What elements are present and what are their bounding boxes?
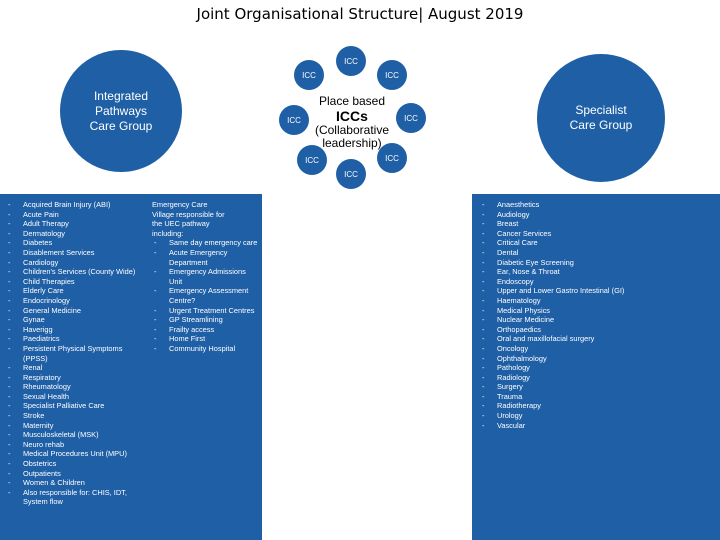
specialist-care-circle: Specialist Care Group (537, 54, 665, 182)
icc-label: ICC (404, 113, 418, 123)
list-item: General Medicine (6, 306, 140, 316)
list-item: Women & Children (6, 478, 140, 488)
icc-node-bottom: ICC (336, 159, 366, 189)
icc-label: ICC (385, 70, 399, 80)
list-item: Medical Procedures Unit (MPU) (6, 449, 140, 459)
list-item: Critical Care (480, 238, 712, 248)
list-item: Sexual Health (6, 392, 140, 402)
icc-node-lower-right: ICC (377, 143, 407, 173)
list-item: Endoscopy (480, 277, 712, 287)
list-item: Ear, Nose & Throat (480, 267, 712, 277)
list-item: Vascular (480, 421, 712, 431)
icc-node-left: ICC (279, 105, 309, 135)
list-item: Endocrinology (6, 296, 140, 306)
integrated-pathways-panel: Acquired Brain Injury (ABI)Acute PainAdu… (0, 194, 262, 540)
list-item: Persistent Physical Symptoms (PPSS) (6, 344, 140, 363)
list-item: Respiratory (6, 373, 140, 383)
list-item: Emergency Admissions Unit (152, 267, 258, 286)
icc-node-right: ICC (396, 103, 426, 133)
list-item: Home First (152, 334, 258, 344)
list-item: Upper and Lower Gastro Intestinal (GI) (480, 286, 712, 296)
center-line4: leadership) (322, 136, 382, 150)
list-item: Acute Pain (6, 210, 140, 220)
list-item: Nuclear Medicine (480, 315, 712, 325)
list-item: Adult Therapy (6, 219, 140, 229)
list-item: Audiology (480, 210, 712, 220)
list-item: Radiotherapy (480, 401, 712, 411)
icc-label: ICC (385, 153, 399, 163)
specialist-care-panel: AnaestheticsAudiologyBreastCancer Servic… (472, 194, 720, 540)
list-item: Same day emergency care (152, 238, 258, 248)
list-item: Trauma (480, 392, 712, 402)
list-item: Oncology (480, 344, 712, 354)
icc-node-upper-right: ICC (377, 60, 407, 90)
integrated-pathways-circle: Integrated Pathways Care Group (60, 50, 182, 172)
list-item: Haematology (480, 296, 712, 306)
list-item: Obstetrics (6, 459, 140, 469)
list-item: Diabetic Eye Screening (480, 258, 712, 268)
list-item: Neuro rehab (6, 440, 140, 450)
list-item: Cardiology (6, 258, 140, 268)
icc-label: ICC (344, 169, 358, 179)
specialist-care-label: Specialist Care Group (569, 103, 633, 132)
list-item: Maternity (6, 421, 140, 431)
icc-label: ICC (344, 56, 358, 66)
place-based-iccs-label: Place based ICCs (Collaborative leadersh… (304, 95, 400, 150)
list-item: Musculoskeletal (MSK) (6, 430, 140, 440)
list-item: Surgery (480, 382, 712, 392)
list-item: Urology (480, 411, 712, 421)
icc-node-top: ICC (336, 46, 366, 76)
list-item: Orthopaedics (480, 325, 712, 335)
list-item: Dermatology (6, 229, 140, 239)
list-item: Elderly Care (6, 286, 140, 296)
list-item: Medical Physics (480, 306, 712, 316)
list-item: Frailty access (152, 325, 258, 335)
integrated-pathways-list: Acquired Brain Injury (ABI)Acute PainAdu… (6, 200, 140, 507)
list-item: Children's Services (County Wide) (6, 267, 140, 277)
list-item: Radiology (480, 373, 712, 383)
list-item: Cancer Services (480, 229, 712, 239)
list-item: Anaesthetics (480, 200, 712, 210)
list-item: Urgent Treatment Centres (152, 306, 258, 316)
list-item: Child Therapies (6, 277, 140, 287)
list-item: Stroke (6, 411, 140, 421)
list-item: Acquired Brain Injury (ABI) (6, 200, 140, 210)
list-item: Outpatients (6, 469, 140, 479)
page-title: Joint Organisational Structure| August 2… (196, 5, 524, 23)
list-item: Dental (480, 248, 712, 258)
icc-label: ICC (287, 115, 301, 125)
emergency-care-list: Same day emergency careAcute Emergency D… (152, 238, 258, 353)
icc-label: ICC (302, 70, 316, 80)
list-item: GP Streamlining (152, 315, 258, 325)
icc-node-upper-left: ICC (294, 60, 324, 90)
integrated-pathways-label: Integrated Pathways Care Group (89, 88, 153, 133)
center-line3: (Collaborative (314, 123, 390, 137)
list-item: Community Hospital (152, 344, 258, 354)
list-item: Breast (480, 219, 712, 229)
list-item: Acute Emergency Department (152, 248, 258, 267)
list-item: Gynae (6, 315, 140, 325)
list-item: Oral and maxillofacial surgery (480, 334, 712, 344)
list-item: Rheumatology (6, 382, 140, 392)
emergency-care-intro: Emergency Care Village responsible for t… (152, 200, 225, 238)
list-item: Disablement Services (6, 248, 140, 258)
list-item: Renal (6, 363, 140, 373)
icc-node-lower-left: ICC (297, 145, 327, 175)
list-item: Specialist Palliative Care (6, 401, 140, 411)
specialist-care-list: AnaestheticsAudiologyBreastCancer Servic… (480, 200, 712, 430)
icc-label: ICC (305, 155, 319, 165)
center-line1: Place based (318, 94, 386, 108)
list-item: Also responsible for: CHIS, IDT, System … (6, 488, 140, 507)
list-item: Emergency Assessment Centre? (152, 286, 258, 305)
center-line2: ICCs (336, 108, 368, 124)
list-item: Ophthalmology (480, 354, 712, 364)
list-item: Diabetes (6, 238, 140, 248)
list-item: Haverigg (6, 325, 140, 335)
list-item: Paediatrics (6, 334, 140, 344)
list-item: Pathology (480, 363, 712, 373)
